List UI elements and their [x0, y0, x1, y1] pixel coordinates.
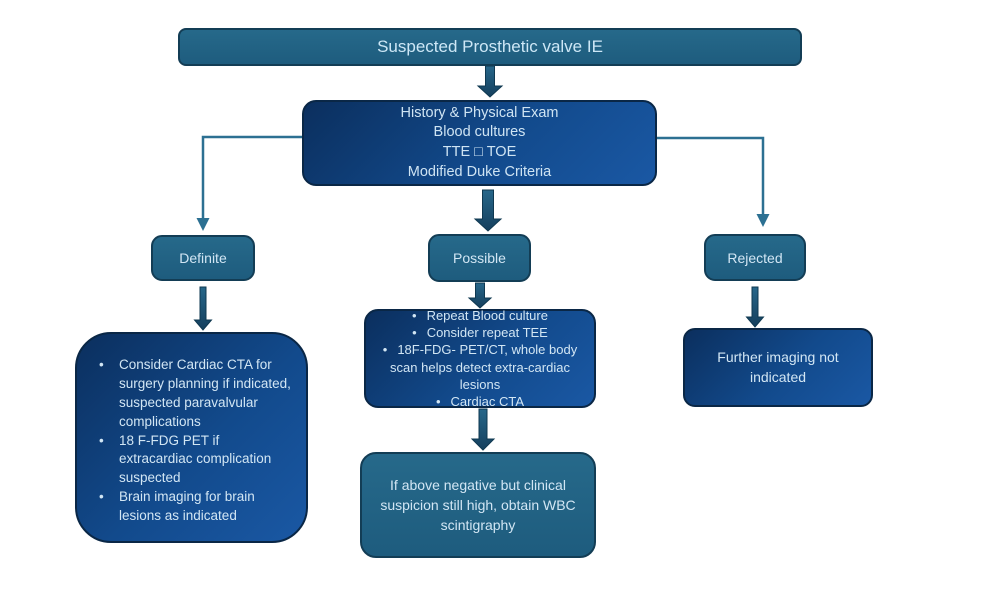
node-possible-followup-label: If above negative but clinical suspicion…: [380, 476, 576, 534]
bullet-item: Repeat Blood culture: [372, 307, 588, 324]
workup-line-duke: Modified Duke Criteria: [407, 163, 552, 180]
workup-line-history: History & Physical Exam: [400, 104, 559, 121]
bullet-item: 18F-FDG- PET/CT, whole body scan helps d…: [372, 341, 588, 393]
bullet-item: Consider Cardiac CTA for surgery plannin…: [91, 356, 294, 432]
arrowhead-rejected: [756, 214, 770, 227]
node-rejected: Rejected: [704, 234, 806, 281]
bullet-item: Consider repeat TEE: [372, 324, 588, 341]
connector-workup-to-rejected: [657, 136, 765, 215]
arrow-actions-to-followup: [470, 408, 496, 451]
node-definite-actions: Consider Cardiac CTA for surgery plannin…: [75, 332, 308, 543]
possible-actions-list: Repeat Blood cultureConsider repeat TEE1…: [372, 307, 588, 411]
definite-actions-list: Consider Cardiac CTA for surgery plannin…: [91, 356, 294, 526]
node-suspected-pve-label: Suspected Prosthetic valve IE: [377, 37, 603, 56]
node-workup: History & Physical Exam Blood cultures T…: [302, 100, 657, 186]
connector-workup-to-definite: [201, 135, 302, 219]
bullet-item: Brain imaging for brain lesions as indic…: [91, 488, 294, 526]
arrow-definite-to-actions: [193, 286, 213, 331]
workup-line-tte-toe: TTE □ TOE: [442, 144, 517, 160]
arrow-possible-to-actions: [467, 282, 493, 309]
node-definite-label: Definite: [179, 250, 227, 266]
node-rejected-outcome: Further imaging not indicated: [683, 328, 873, 407]
arrowhead-definite: [196, 218, 210, 231]
node-suspected-pve: Suspected Prosthetic valve IE: [178, 28, 802, 66]
node-rejected-label: Rejected: [727, 249, 783, 266]
workup-line-cultures: Blood cultures: [433, 124, 526, 141]
arrow-workup-to-possible: [473, 189, 503, 232]
bullet-item: 18 F-FDG PET if extracardiac complicatio…: [91, 432, 294, 489]
node-possible-actions: Repeat Blood cultureConsider repeat TEE1…: [364, 307, 596, 411]
bullet-item: Cardiac CTA: [372, 393, 588, 410]
arrow-rejected-to-outcome: [745, 286, 765, 328]
node-possible-label: Possible: [453, 250, 506, 266]
node-possible: Possible: [428, 234, 531, 282]
node-rejected-outcome-label: Further imaging not indicated: [717, 348, 839, 385]
node-definite: Definite: [151, 235, 255, 281]
arrow-root-to-workup: [476, 65, 504, 98]
node-possible-followup: If above negative but clinical suspicion…: [360, 452, 596, 558]
